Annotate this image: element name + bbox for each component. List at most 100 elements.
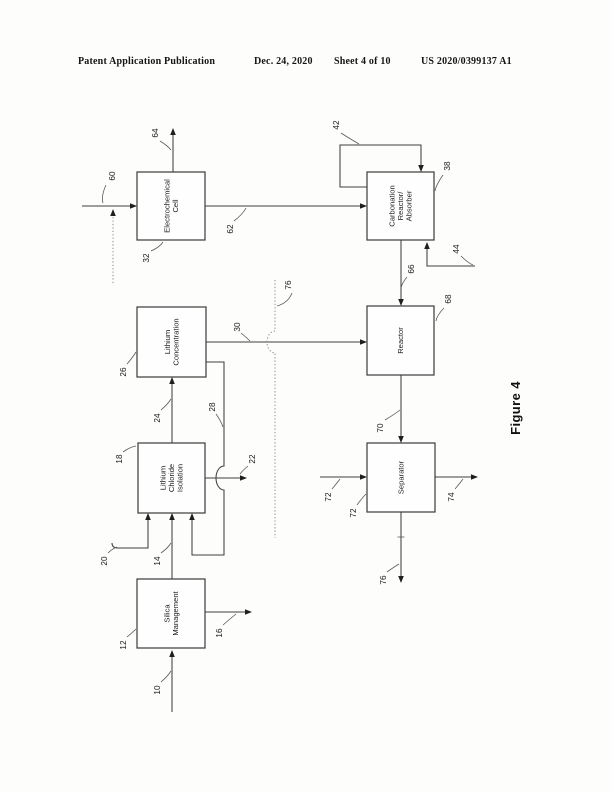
box-rect bbox=[136, 171, 206, 241]
box-silica-management: Silica Management bbox=[136, 578, 206, 649]
ref-label-10: 10 bbox=[153, 685, 162, 695]
box-label: Reactor/ bbox=[396, 191, 405, 221]
arrowhead-up-icon bbox=[169, 377, 175, 384]
box-label: Isolation bbox=[176, 464, 185, 492]
leader-38 bbox=[434, 174, 444, 192]
stream-28-line bbox=[191, 361, 225, 556]
box-label: Carbonation bbox=[388, 185, 397, 226]
ref-label-76-bottom: 76 bbox=[379, 575, 388, 585]
ref-label-12: 12 bbox=[119, 640, 128, 650]
arrowhead-up-icon bbox=[169, 513, 175, 520]
arrowhead-down-icon bbox=[418, 165, 424, 172]
arrowhead-down-icon bbox=[398, 436, 404, 443]
leader-30 bbox=[240, 332, 251, 342]
box-label: Lithium bbox=[159, 466, 168, 490]
arrowhead-right-icon bbox=[360, 339, 367, 345]
ref-label-76-top: 76 bbox=[284, 280, 293, 290]
ref-label-30: 30 bbox=[233, 322, 242, 332]
leader-42 bbox=[340, 132, 360, 145]
leader-70 bbox=[384, 409, 401, 421]
ref-label-32: 32 bbox=[142, 253, 151, 263]
box-rect bbox=[366, 171, 435, 241]
leader-22 bbox=[239, 465, 249, 475]
leader-68 bbox=[435, 307, 445, 322]
leader-12 bbox=[126, 628, 137, 638]
patent-header: Patent Application Publication Dec. 24, … bbox=[78, 56, 512, 67]
arrowhead-right-icon bbox=[360, 474, 367, 480]
ref-label-72-stream: 72 bbox=[324, 492, 333, 502]
box-separator: Separator bbox=[366, 442, 436, 513]
arrowhead-right-icon bbox=[240, 475, 247, 481]
ref-label-70: 70 bbox=[376, 423, 385, 433]
box-lithium-chloride-isolation: Lithium Chloride Isolation bbox=[137, 442, 206, 514]
arrowhead-down-icon bbox=[398, 299, 404, 306]
arrowhead-up-icon bbox=[189, 513, 195, 520]
box-electrochemical-cell: Electrochemical Cell bbox=[136, 171, 206, 241]
leader-72-stream bbox=[331, 478, 341, 490]
box-label: Reactor bbox=[396, 327, 405, 354]
leader-32 bbox=[150, 241, 164, 252]
ref-label-38: 38 bbox=[443, 161, 452, 171]
stream-42-loop-line bbox=[339, 144, 422, 188]
flow-diagram-lines bbox=[82, 128, 478, 712]
leader-44 bbox=[460, 255, 474, 266]
leader-76-bottom bbox=[386, 563, 400, 573]
arrowhead-down-icon bbox=[398, 576, 404, 583]
leader-10 bbox=[160, 670, 172, 683]
ref-label-20: 20 bbox=[100, 556, 109, 566]
box-rect bbox=[136, 578, 206, 649]
ref-label-44: 44 bbox=[452, 244, 461, 254]
leader-16 bbox=[222, 613, 237, 626]
header-date: Dec. 24, 2020 bbox=[254, 56, 313, 67]
box-label: Cell bbox=[171, 199, 180, 212]
box-label: Concentration bbox=[171, 318, 180, 365]
ref-label-42: 42 bbox=[332, 120, 341, 130]
box-label: Management bbox=[171, 590, 180, 635]
leader-60 bbox=[102, 184, 107, 204]
ref-label-22: 22 bbox=[248, 454, 257, 464]
header-sheet-number: Sheet 4 of 10 bbox=[334, 56, 391, 67]
leader-24 bbox=[160, 398, 172, 411]
ref-label-68: 68 bbox=[444, 294, 453, 304]
header-publication-label: Patent Application Publication bbox=[78, 56, 215, 67]
leader-26 bbox=[126, 351, 137, 365]
ref-label-62: 62 bbox=[226, 224, 235, 234]
leader-28 bbox=[215, 413, 224, 428]
arrowhead-up-icon bbox=[110, 209, 116, 216]
box-label: Separator bbox=[397, 460, 406, 494]
arrowhead-up-icon bbox=[170, 128, 176, 135]
box-rect bbox=[366, 442, 436, 513]
ref-label-66: 66 bbox=[407, 264, 416, 274]
leader-72-box bbox=[356, 493, 367, 506]
leader-14 bbox=[160, 542, 172, 554]
arrowhead-up-icon bbox=[169, 650, 175, 657]
ref-label-26: 26 bbox=[119, 367, 128, 377]
box-label: Silica bbox=[162, 604, 171, 623]
ref-label-28: 28 bbox=[208, 402, 217, 412]
box-label: Chloride bbox=[167, 464, 176, 492]
leader-62 bbox=[233, 207, 247, 222]
arrowhead-right-icon bbox=[130, 203, 137, 209]
leader-66 bbox=[400, 276, 408, 289]
reference-numerals: 60 64 32 62 42 38 44 66 26 30 76 28 24 1… bbox=[100, 120, 474, 695]
ref-label-24: 24 bbox=[153, 413, 162, 423]
leader-76-top bbox=[276, 292, 293, 307]
box-lithium-concentration: Lithium Concentration bbox=[136, 306, 207, 378]
box-label: Lithium bbox=[163, 330, 172, 354]
stream-20-line bbox=[111, 518, 149, 549]
ref-label-18: 18 bbox=[115, 454, 124, 464]
arrowhead-right-icon bbox=[245, 609, 252, 615]
box-reactor: Reactor bbox=[366, 305, 435, 376]
stream-44-line bbox=[426, 248, 475, 267]
ref-label-16: 16 bbox=[215, 628, 224, 638]
ref-label-74: 74 bbox=[447, 492, 456, 502]
box-rect bbox=[136, 306, 207, 378]
box-carbonation-reactor-absorber: Carbonation Reactor/ Absorber bbox=[366, 171, 435, 241]
arrowhead-up-icon bbox=[424, 242, 430, 249]
box-rect bbox=[137, 442, 206, 514]
box-label: Absorber bbox=[405, 190, 414, 221]
ref-label-14: 14 bbox=[153, 556, 162, 566]
arrowhead-right-icon bbox=[471, 474, 478, 480]
figure-caption: Figure 4 bbox=[508, 381, 523, 435]
ref-label-72-box: 72 bbox=[349, 508, 358, 518]
